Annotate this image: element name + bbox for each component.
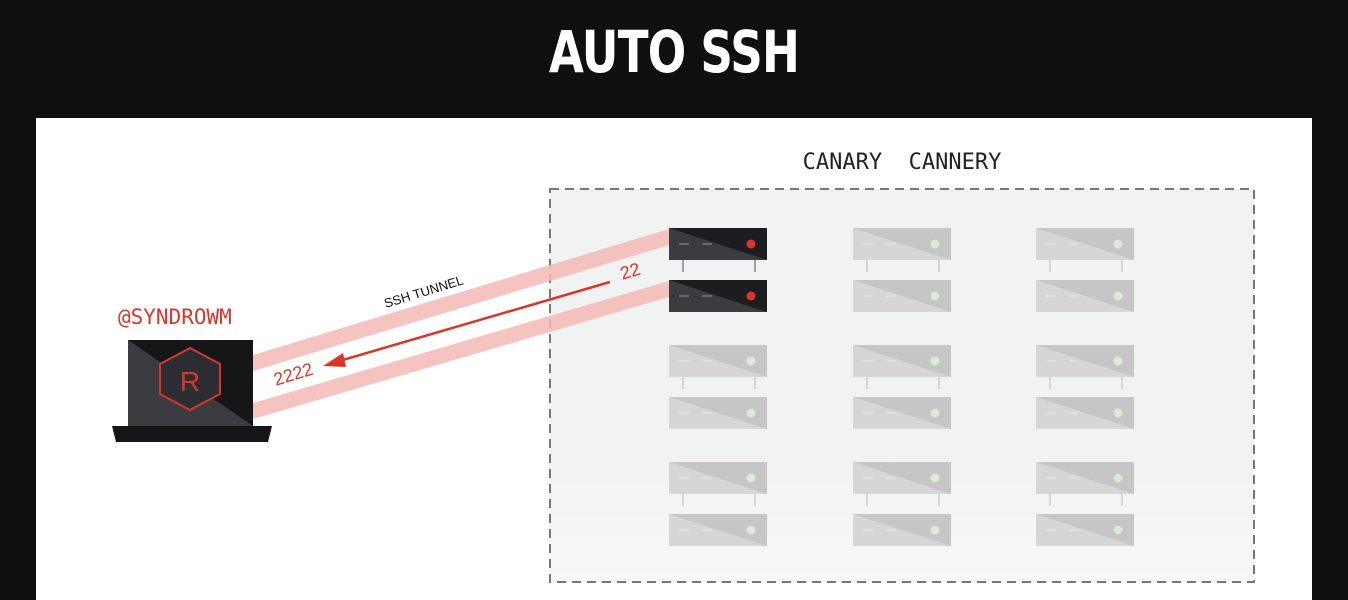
status-led-icon (1113, 239, 1123, 249)
status-led-icon (1113, 473, 1123, 483)
tunnel-band-upper (253, 229, 669, 371)
slide-title: AUTO SSH (548, 18, 800, 86)
status-led-icon (1113, 525, 1123, 535)
status-led-icon (1113, 356, 1123, 366)
status-led-icon (746, 408, 756, 418)
arrow-head-icon (323, 353, 346, 367)
server-inactive (1036, 514, 1134, 546)
status-led-icon (746, 291, 756, 301)
server-inactive (853, 514, 951, 546)
status-led-icon (746, 239, 756, 249)
laptop-icon: R (112, 340, 272, 442)
status-led-icon (746, 473, 756, 483)
server-inactive (853, 397, 951, 429)
status-led-icon (1113, 291, 1123, 301)
server-inactive (1036, 462, 1134, 506)
server-inactive (853, 280, 951, 312)
tunnel-band-lower (253, 281, 669, 419)
server-active (669, 228, 767, 272)
status-led-icon (930, 525, 940, 535)
network-label: CANARY CANNERY (803, 150, 1002, 175)
server-inactive (669, 462, 767, 506)
server-inactive (853, 228, 951, 272)
server-inactive (669, 514, 767, 546)
status-led-icon (930, 408, 940, 418)
server-active (669, 280, 767, 312)
svg-text:R: R (180, 366, 200, 397)
status-led-icon (746, 525, 756, 535)
status-led-icon (930, 356, 940, 366)
server-inactive (853, 462, 951, 506)
server-grid (669, 228, 1134, 546)
status-led-icon (930, 473, 940, 483)
status-led-icon (1113, 408, 1123, 418)
hexagon-logo-icon: R (159, 346, 221, 412)
server-inactive (1036, 397, 1134, 429)
server-inactive (669, 397, 767, 429)
user-label: @SYNDROWM (118, 305, 232, 329)
server-inactive (853, 345, 951, 389)
server-inactive (669, 345, 767, 389)
port-forward-arrow (335, 280, 611, 364)
status-led-icon (746, 356, 756, 366)
server-inactive (1036, 280, 1134, 312)
status-led-icon (930, 239, 940, 249)
server-inactive (1036, 345, 1134, 389)
status-led-icon (930, 291, 940, 301)
server-inactive (1036, 228, 1134, 272)
